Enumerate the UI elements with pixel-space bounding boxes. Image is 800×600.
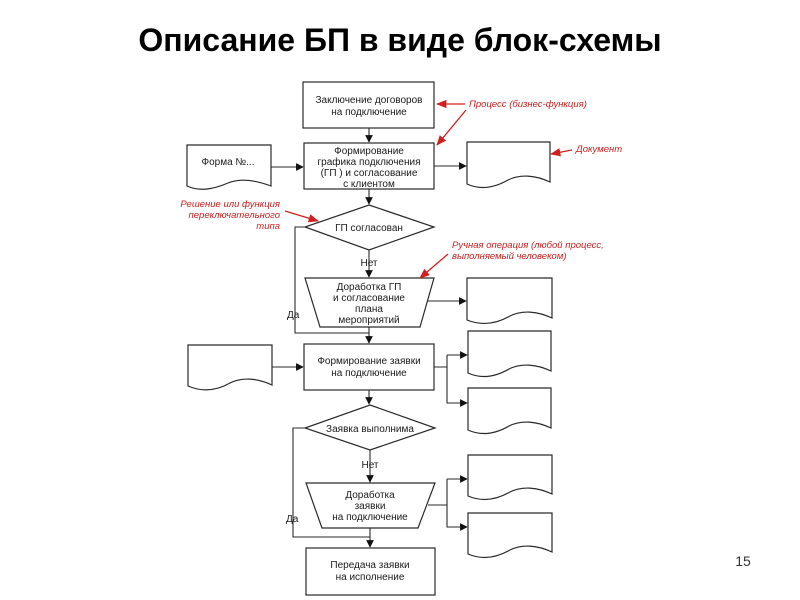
node-rework-request: Доработка заявки на подключение: [305, 482, 436, 529]
branch-label-yes: Да: [287, 310, 300, 321]
annotation-manual: Ручная операция (любой процесс, выполняе…: [419, 240, 604, 279]
connectors: [271, 128, 468, 548]
node-text: (ГП ) и согласование: [321, 168, 418, 179]
branch-label-yes: Да: [286, 514, 299, 525]
node-text: Заключение договоров: [315, 95, 422, 106]
branch-label-no: Нет: [361, 460, 378, 471]
doc-request-input: [187, 344, 273, 391]
connector-request-doc2: [446, 367, 468, 407]
node-contract: Заключение договоров на подключение: [302, 81, 435, 129]
annotation-text: типа: [256, 221, 280, 232]
doc-rework-gp-output: [466, 277, 553, 325]
connector-request-to-docs: [434, 355, 448, 368]
doc-rework-request-output-2: [467, 512, 553, 559]
annotation-process: Процесс (бизнес-функция): [435, 99, 587, 146]
node-text: с клиентом: [343, 179, 395, 190]
doc-schedule-output: [466, 141, 551, 189]
node-schedule: Формирование графика подключения (ГП ) и…: [303, 142, 435, 190]
node-text: ГП согласован: [335, 223, 403, 234]
node-handover: Передача заявки на исполнение: [305, 547, 436, 596]
connector-decision-yes: [294, 226, 369, 334]
page-number: 15: [735, 553, 751, 569]
branch-label-no: Нет: [360, 258, 377, 269]
node-text: на исполнение: [336, 572, 405, 583]
doc-request-output-2: [467, 387, 552, 435]
annotation-text: Процесс (бизнес-функция): [469, 99, 587, 110]
annotation-arrow: [419, 253, 449, 279]
node-text: на подключение: [332, 512, 408, 523]
connector-decision2-yes: [292, 427, 370, 538]
doc-rework-request-output-1: [467, 454, 553, 501]
node-text: мероприятий: [338, 315, 399, 326]
annotation-text: Ручная операция (любой процесс,: [452, 240, 604, 251]
annotation-text: Решение или функция: [180, 199, 280, 210]
slide-title: Описание БП в виде блок-схемы: [138, 22, 662, 58]
node-decision-gp: ГП согласован: [303, 204, 436, 251]
annotation-arrow: [284, 210, 319, 223]
node-text: заявки: [355, 501, 386, 512]
node-decision-request: Заявка выполнима: [303, 404, 437, 451]
node-text: на подключение: [331, 107, 407, 118]
node-text: Формирование заявки: [317, 356, 420, 367]
annotation-document: Документ: [549, 144, 622, 157]
annotation-text: переключательного: [189, 210, 280, 221]
annotation-arrow: [436, 109, 467, 146]
node-text: и согласование: [333, 293, 405, 304]
node-text: графика подключения: [317, 156, 420, 168]
annotation-arrow: [549, 148, 573, 157]
node-text: Доработка: [345, 489, 395, 501]
node-text: плана: [355, 304, 383, 315]
node-request: Формирование заявки на подключение: [303, 343, 435, 391]
annotation-text: выполняемый человеком): [452, 251, 567, 262]
node-rework-gp: Доработка ГП и согласование плана меропр…: [304, 277, 435, 328]
doc-request-output-1: [467, 330, 552, 378]
doc-text: Форма №...: [201, 157, 254, 168]
connector-rework-req-doc2: [446, 505, 468, 531]
annotation-text: Документ: [575, 144, 622, 155]
annotation-decision: Решение или функция переключательного ти…: [180, 199, 319, 232]
doc-form-input: Форма №...: [186, 144, 272, 190]
node-text: Формирование: [334, 146, 404, 157]
node-text: Заявка выполнима: [326, 424, 414, 435]
node-text: Передача заявки: [330, 560, 409, 571]
node-text: на подключение: [331, 368, 407, 379]
node-text: Доработка ГП: [337, 281, 402, 293]
